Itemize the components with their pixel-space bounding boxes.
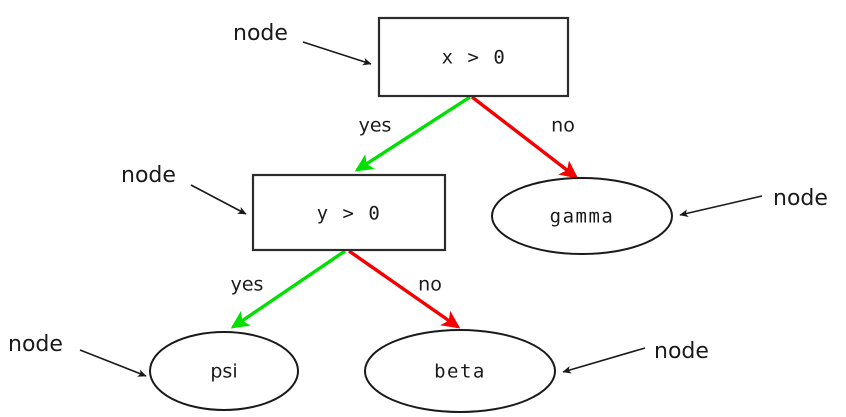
node-root[interactable]: x > 0 (377, 16, 570, 98)
edge-second-no (348, 249, 461, 329)
edge-label-second-no: no (418, 274, 442, 296)
annotation-second: node (121, 163, 247, 215)
edge-label-root-no: no (551, 115, 575, 137)
edge-label-root-yes: yes (359, 115, 392, 137)
edge-second-yes (230, 249, 346, 329)
annotation-root-label: node (233, 21, 288, 46)
annotation-gamma: node (679, 186, 828, 217)
node-psi[interactable]: psi (149, 331, 299, 411)
node-beta[interactable]: beta (364, 329, 556, 413)
edge-root-no (470, 95, 579, 179)
annotation-psi: node (8, 332, 147, 377)
annotation-beta-label: node (654, 339, 709, 364)
annotation-gamma-label: node (773, 186, 828, 211)
node-root-label: x > 0 (442, 47, 507, 69)
node-psi-label: psi (210, 361, 237, 383)
annotation-second-label: node (121, 163, 176, 188)
node-second-label: y > 0 (317, 203, 382, 225)
annotation-beta: node (562, 339, 709, 374)
node-second[interactable]: y > 0 (251, 173, 447, 252)
node-gamma[interactable]: gamma (491, 177, 673, 255)
annotation-root: node (233, 21, 372, 66)
edge-label-second-yes: yes (231, 274, 264, 296)
annotation-psi-label: node (8, 332, 63, 357)
node-beta-label: beta (434, 361, 486, 383)
node-gamma-label: gamma (550, 206, 615, 228)
edge-root-yes (354, 95, 471, 172)
